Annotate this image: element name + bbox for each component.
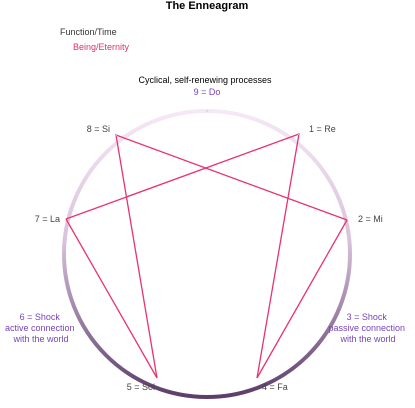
line-1-4: [256, 133, 300, 379]
function-time-label: Function/Time: [60, 27, 117, 37]
point-7-label: 7 = La: [35, 214, 60, 224]
cyclical-processes-caption: Cyclical, self-renewing processes: [138, 75, 272, 85]
point-5-label: 5 = Sol: [127, 382, 155, 392]
being-eternity-label: Being/Eternity: [73, 42, 130, 52]
point-6-label: 6 = Shock active connection with the wor…: [5, 312, 77, 344]
line-8-5: [115, 134, 158, 379]
line-7-1: [65, 133, 300, 220]
point-6-line-1: 6 = Shock: [20, 312, 61, 322]
point-4-label: 4 = Fa: [262, 382, 288, 392]
point-3-line-1: 3 = Shock: [347, 312, 388, 322]
diagram-title: The Enneagram: [166, 0, 249, 12]
point-8-marker: [114, 133, 118, 137]
point-6-line-3: with the world: [12, 334, 68, 344]
point-1-label: 1 = Re: [309, 124, 336, 134]
point-9-label: 9 = Do: [194, 87, 221, 97]
line-5-7: [65, 218, 158, 379]
connection-lines: [65, 133, 348, 379]
enneagram-circle: [62, 109, 352, 399]
point-3-label: 3 = Shock passive connection with the wo…: [328, 312, 407, 344]
line-4-2: [256, 219, 348, 379]
point-9-marker: [205, 109, 209, 113]
point-3-line-2: passive connection: [328, 323, 405, 333]
point-6-line-2: active connection: [5, 323, 75, 333]
point-3-line-3: with the world: [339, 334, 395, 344]
line-2-8: [115, 134, 348, 221]
point-2-label: 2 = Mi: [358, 214, 383, 224]
point-8-label: 8 = Si: [87, 124, 110, 134]
point-1-marker: [297, 132, 301, 136]
